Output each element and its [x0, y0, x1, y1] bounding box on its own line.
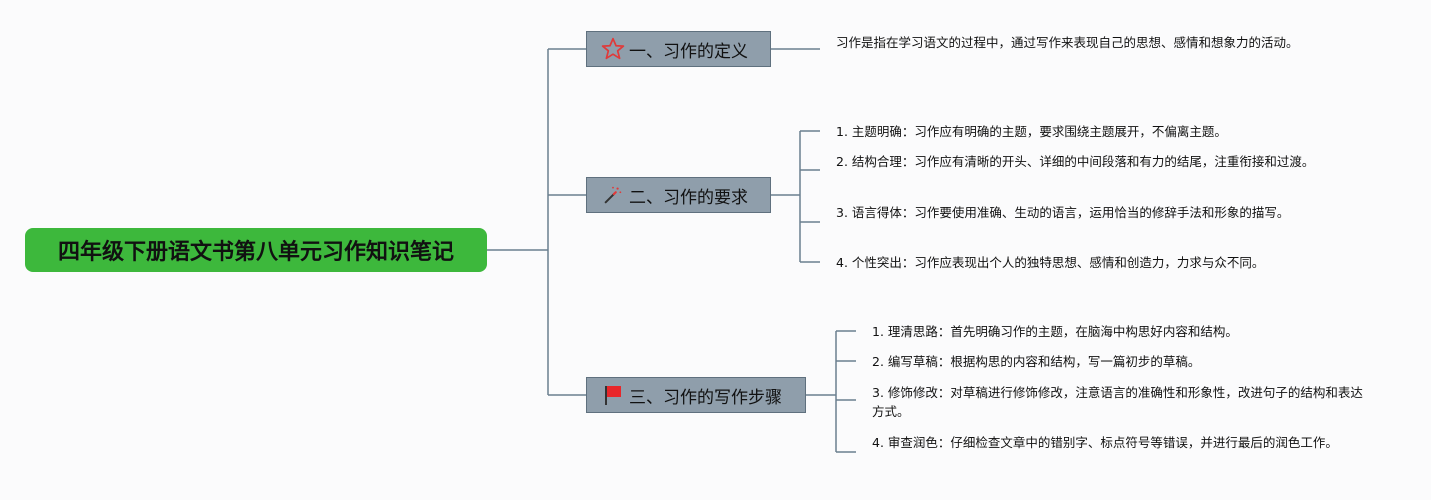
leaf-requirement-2: 2. 结构合理：习作应有清晰的开头、详细的中间段落和有力的结尾，注重衔接和过渡。 — [836, 154, 1315, 169]
leaf-step-2: 2. 编写草稿：根据构思的内容和结构，写一篇初步的草稿。 — [872, 354, 1201, 369]
leaf-requirement-1: 1. 主题明确：习作应有明确的主题，要求围绕主题展开，不偏离主题。 — [836, 124, 1227, 139]
leaf-definition: 习作是指在学习语文的过程中，通过写作来表现自己的思想、感情和想象力的活动。 — [836, 35, 1299, 50]
star-icon — [600, 36, 626, 62]
branch-label: 二、习作的要求 — [629, 187, 748, 208]
magic-wand-icon — [600, 182, 626, 208]
branch-label: 三、习作的写作步骤 — [629, 387, 782, 408]
leaf-step-4: 4. 审查润色：仔细检查文章中的错别字、标点符号等错误，并进行最后的润色工作。 — [872, 435, 1338, 450]
root-topic[interactable]: 四年级下册语文书第八单元习作知识笔记 — [25, 228, 487, 272]
branch-definition[interactable]: 一、习作的定义 — [586, 31, 771, 67]
leaf-step-3: 3. 修饰修改：对草稿进行修饰修改，注意语言的准确性和形象性，改进句子的结构和表… — [872, 385, 1363, 419]
leaf-requirement-3: 3. 语言得体：习作要使用准确、生动的语言，运用恰当的修辞手法和形象的描写。 — [836, 205, 1290, 220]
branch-label: 一、习作的定义 — [629, 41, 748, 62]
branch-requirements[interactable]: 二、习作的要求 — [586, 177, 771, 213]
branch-writing-steps[interactable]: 三、习作的写作步骤 — [586, 377, 806, 413]
leaf-step-1: 1. 理清思路：首先明确习作的主题，在脑海中构思好内容和结构。 — [872, 324, 1238, 339]
root-title: 四年级下册语文书第八单元习作知识笔记 — [57, 240, 454, 265]
red-flag-icon — [600, 382, 626, 408]
leaf-requirement-4: 4. 个性突出：习作应表现出个人的独特思想、感情和创造力，力求与众不同。 — [836, 255, 1265, 270]
